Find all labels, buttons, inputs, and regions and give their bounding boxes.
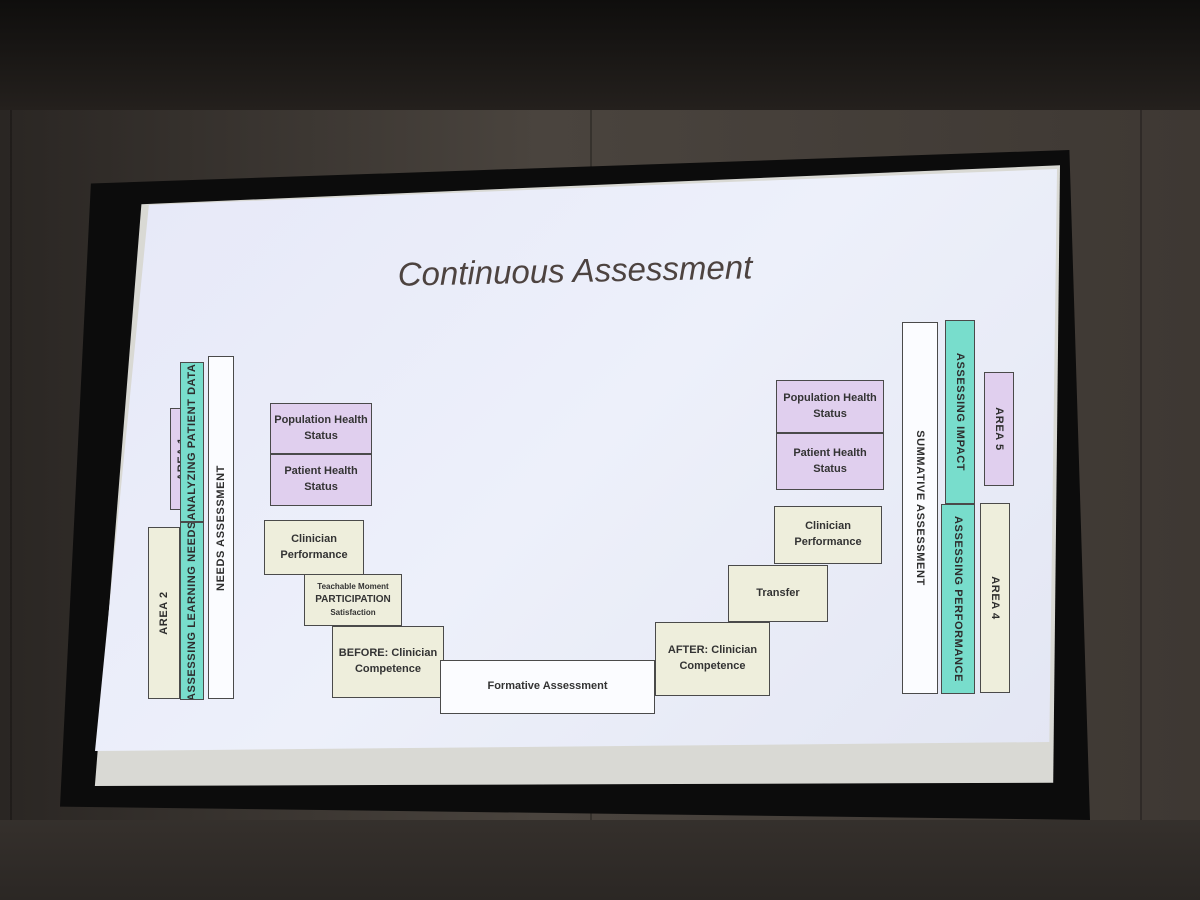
after-clinician-competence-box: AFTER: Clinician Competence [655,622,770,696]
right-clinician-performance-line1: Clinician [805,520,851,533]
before-competence-line1: BEFORE: Clinician [338,647,438,660]
area-2-label: AREA 2 [158,591,170,635]
area-5-label: AREA 5 [993,407,1005,451]
right-population-health-line1: Population Health [783,391,877,404]
assessing-impact-bar: ASSESSING IMPACT [945,320,975,504]
assessing-performance-bar: ASSESSING PERFORMANCE [941,504,975,694]
area-5-bar: AREA 5 [984,372,1014,486]
left-population-health-line2: Status [304,429,338,442]
teachable-moment-label: Teachable Moment [317,582,389,592]
wall-seam [10,110,12,900]
right-patient-health-line2: Status [813,462,847,475]
right-population-health-line2: Status [813,407,847,420]
wall-seam [1140,110,1142,900]
right-clinician-performance-box: Clinician Performance [774,506,882,564]
transfer-box: Transfer [728,565,828,622]
left-patient-health-line2: Status [304,481,338,493]
participation-label: PARTICIPATION [315,593,391,605]
summative-assessment-bar: SUMMATIVE ASSESSMENT [902,322,938,694]
assessing-impact-label: ASSESSING IMPACT [954,352,966,472]
left-patient-health-line1: Patient Health [284,465,358,478]
right-patient-health-box: Patient Health Status [776,433,884,490]
projected-slide [95,169,1057,751]
before-competence-line2: Competence [354,663,422,675]
formative-assessment-label: Formative Assessment [487,680,608,693]
before-clinician-competence-box: BEFORE: Clinician Competence [332,626,444,698]
transfer-label: Transfer [756,586,800,599]
needs-assessment-label: NEEDS ASSESSMENT [215,464,227,591]
left-patient-health-box: Patient Health Status [270,454,372,506]
lower-wall [0,820,1200,900]
area-4-label: AREA 4 [989,576,1001,620]
area-4-bar: AREA 4 [980,503,1010,693]
left-population-health-box: Population Health Status [270,403,372,454]
needs-assessment-bar: NEEDS ASSESSMENT [208,356,234,699]
left-clinician-performance-line2: Performance [280,548,348,561]
after-competence-line2: Competence [679,660,746,672]
left-population-health-line1: Population Health [274,413,368,426]
ceiling [0,0,1200,110]
right-patient-health-line1: Patient Health [793,446,867,459]
participation-box: Teachable Moment PARTICIPATION Satisfact… [304,574,402,626]
assessing-learning-needs-bar: ASSESSING LEARNING NEEDS [180,522,204,700]
assessing-performance-label: ASSESSING PERFORMANCE [952,515,964,683]
after-competence-line1: AFTER: Clinician [667,644,758,657]
area-2-bar: AREA 2 [148,527,180,699]
satisfaction-label: Satisfaction [330,608,376,618]
left-clinician-performance-box: Clinician Performance [264,520,364,575]
assessing-learning-needs-label: ASSESSING LEARNING NEEDS [186,522,198,700]
right-population-health-box: Population Health Status [776,380,884,433]
left-clinician-performance-line1: Clinician [291,532,337,545]
formative-assessment-box: Formative Assessment [440,660,655,714]
summative-assessment-label: SUMMATIVE ASSESSMENT [914,430,926,586]
analyzing-patient-data-bar: ANALYZING PATIENT DATA [180,362,204,522]
analyzing-patient-data-label: ANALYZING PATIENT DATA [186,363,198,521]
right-clinician-performance-line2: Performance [794,536,862,548]
